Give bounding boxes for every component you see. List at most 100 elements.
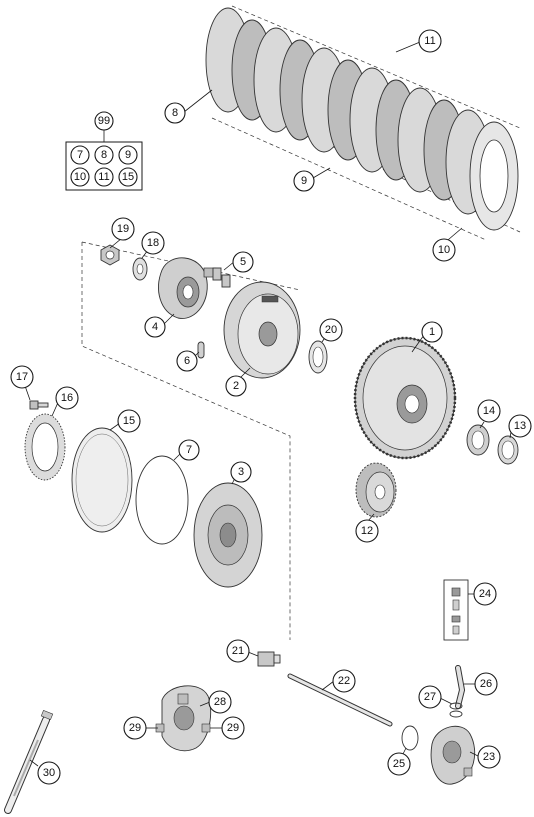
kit-callout: 99: [94, 111, 114, 131]
kit-item-label: 15: [122, 171, 134, 183]
svg-text:10: 10: [438, 244, 450, 256]
svg-text:3: 3: [238, 466, 244, 478]
svg-text:29: 29: [227, 722, 239, 734]
pressure-plate-2: [223, 281, 301, 379]
callout-21: 21: [226, 639, 250, 663]
clutch-kit-box: 99 7 8 9 10 11 15: [65, 111, 143, 191]
callout-19: 19: [111, 217, 135, 241]
callout-7: 7: [178, 439, 200, 461]
kit-item-label: 11: [98, 171, 109, 183]
clutch-plate-bore: [479, 139, 509, 213]
svg-text:2: 2: [233, 380, 239, 392]
callout-9: 9: [293, 170, 315, 192]
master-cylinder-cover: [155, 685, 212, 752]
callout-30: 30: [37, 761, 61, 785]
svg-text:26: 26: [480, 678, 492, 690]
kit-item: 8: [94, 145, 114, 165]
callout-5: 5: [232, 251, 254, 273]
svg-text:29: 29: [129, 722, 141, 734]
clutch-basket-1: [353, 336, 457, 460]
fitting-21: [257, 651, 281, 667]
svg-text:6: 6: [184, 355, 190, 367]
callout-17: 17: [10, 365, 34, 389]
svg-text:24: 24: [479, 588, 491, 600]
callout-24: 24: [473, 582, 497, 606]
callouts: 1 2 3 4 5 6 7 8 9 10 11 12 13 14 15 16 1…: [10, 29, 532, 785]
nut-19: [100, 244, 120, 266]
svg-text:23: 23: [483, 751, 495, 763]
callout-25: 25: [387, 752, 411, 776]
o-ring-7: [135, 455, 189, 545]
svg-text:7: 7: [186, 444, 192, 456]
clutch-plates: [205, 7, 519, 231]
gear-12: [355, 462, 397, 518]
svg-text:14: 14: [483, 405, 495, 417]
kit-item: 10: [70, 167, 90, 187]
svg-text:30: 30: [43, 767, 55, 779]
outer-plate-3: [193, 482, 263, 588]
kit-item: 7: [70, 145, 90, 165]
svg-text:19: 19: [117, 223, 129, 235]
callout-15: 15: [117, 409, 141, 433]
svg-text:22: 22: [338, 675, 350, 687]
callout-16: 16: [55, 386, 79, 410]
kit-item: 15: [118, 167, 138, 187]
callout-18: 18: [141, 231, 165, 255]
callout-20: 20: [319, 318, 343, 342]
callout-23: 23: [477, 745, 501, 769]
grease-syringe-30: [4, 709, 54, 814]
hose-fitting-26: [455, 665, 466, 709]
fitting-24-group: [443, 579, 469, 641]
pin-6: [197, 341, 205, 359]
svg-text:11: 11: [424, 35, 435, 47]
washer-18: [132, 257, 148, 281]
callout-26: 26: [474, 672, 498, 696]
callout-4: 4: [144, 316, 166, 338]
callout-3: 3: [230, 461, 252, 483]
spring-5: [212, 267, 231, 288]
svg-text:18: 18: [147, 237, 159, 249]
slave-cylinder-23: [430, 725, 476, 785]
callout-11: 11: [418, 29, 442, 53]
callout-8: 8: [164, 102, 186, 124]
kit-item-label: 9: [125, 149, 131, 161]
svg-text:8: 8: [172, 107, 178, 119]
kit-item-label: 8: [101, 149, 107, 161]
callout-29-left: 29: [123, 716, 147, 740]
washer-20: [308, 340, 328, 374]
bearing-14: [466, 424, 490, 456]
svg-text:28: 28: [214, 696, 226, 708]
seal-27: [449, 702, 463, 718]
bushing-13: [497, 435, 519, 465]
svg-text:20: 20: [325, 324, 337, 336]
clutch-plate-stack: [205, 5, 521, 241]
kit-label: 99: [98, 115, 110, 127]
svg-text:9: 9: [301, 175, 307, 187]
svg-text:27: 27: [424, 691, 436, 703]
callout-22: 22: [332, 669, 356, 693]
svg-text:15: 15: [123, 415, 135, 427]
push-rod-22: [287, 673, 393, 727]
svg-text:4: 4: [152, 321, 158, 333]
callout-2: 2: [225, 375, 247, 397]
o-ring-25: [401, 725, 419, 751]
disc-15: [71, 427, 133, 533]
callout-27: 27: [418, 685, 442, 709]
bolt-17: [29, 400, 49, 410]
kit-item-label: 7: [77, 149, 83, 161]
callout-10: 10: [432, 238, 456, 262]
callout-28: 28: [208, 690, 232, 714]
svg-text:21: 21: [232, 645, 244, 657]
svg-text:13: 13: [514, 420, 526, 432]
svg-text:17: 17: [16, 371, 28, 383]
kit-item: 11: [94, 167, 114, 187]
svg-text:25: 25: [393, 758, 405, 770]
callout-6: 6: [176, 350, 198, 372]
bearing-ring-16: [24, 413, 66, 481]
callout-12: 12: [355, 519, 379, 543]
kit-item: 9: [118, 145, 138, 165]
svg-text:16: 16: [61, 392, 73, 404]
kit-item-label: 10: [74, 171, 86, 183]
callout-29-right: 29: [221, 716, 245, 740]
